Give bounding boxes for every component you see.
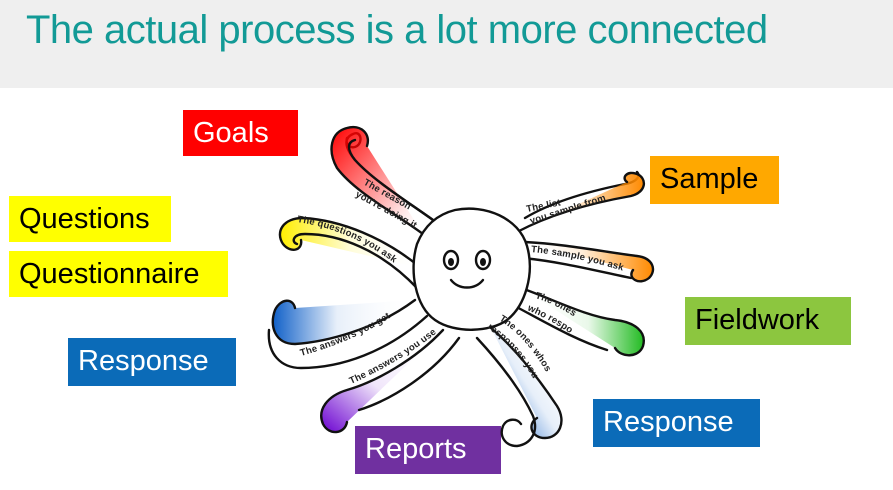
label-fieldwork: Fieldwork	[685, 297, 851, 345]
title-bar	[0, 0, 893, 88]
label-questions: Questions	[9, 196, 171, 242]
page-title: The actual process is a lot more connect…	[26, 8, 768, 52]
octopus-illustration: The reason you're doing it The list you …	[255, 120, 655, 448]
label-goals: Goals	[183, 110, 298, 156]
octopus-head	[412, 207, 531, 331]
label-questionnaire: Questionnaire	[9, 251, 228, 297]
label-response-left: Response	[68, 338, 236, 386]
label-reports: Reports	[355, 426, 501, 474]
label-sample: Sample	[650, 156, 779, 204]
label-response-right: Response	[593, 399, 760, 447]
